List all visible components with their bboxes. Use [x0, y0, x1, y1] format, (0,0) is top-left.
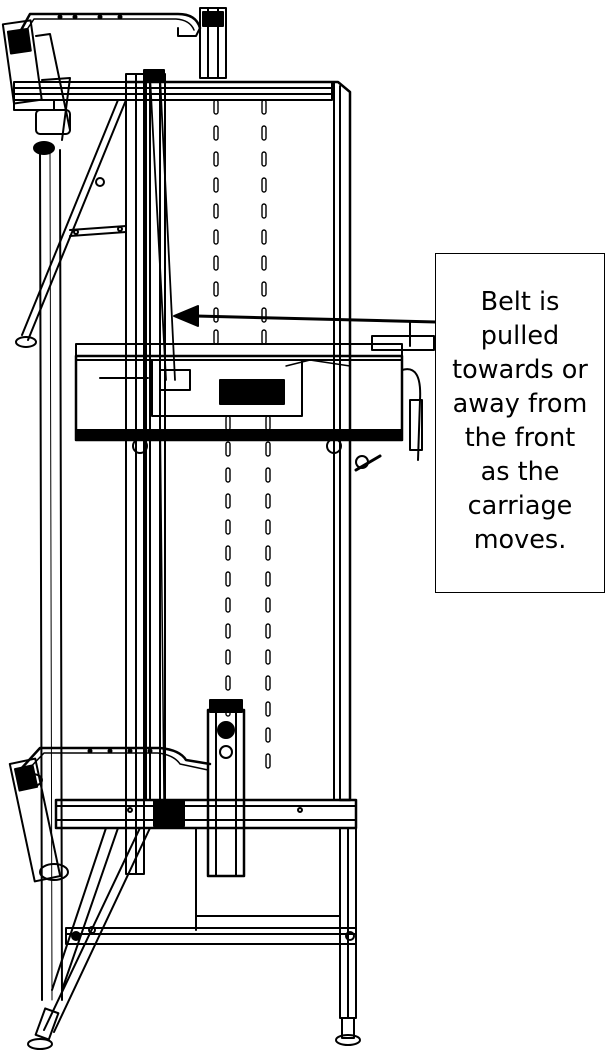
callout-text: Belt is pulled towards or away from the … — [452, 287, 588, 555]
left-legs — [15, 99, 127, 348]
carriage — [74, 321, 435, 472]
top-handle-bar — [18, 12, 202, 37]
callout-box: Belt is pulled towards or away from the … — [435, 253, 605, 593]
lower-cross-beam — [65, 827, 357, 945]
belt — [149, 75, 176, 801]
bottom-left-bracket — [8, 757, 69, 883]
callout-arrow — [173, 305, 438, 327]
bottom-frame-beam — [54, 798, 358, 830]
top-right-post — [199, 7, 227, 79]
right-leg — [335, 827, 361, 1046]
left-front-legs — [27, 827, 151, 1050]
bottom-post — [206, 699, 246, 878]
bottom-handle-bar — [18, 746, 212, 775]
top-left-bracket — [1, 19, 71, 141]
